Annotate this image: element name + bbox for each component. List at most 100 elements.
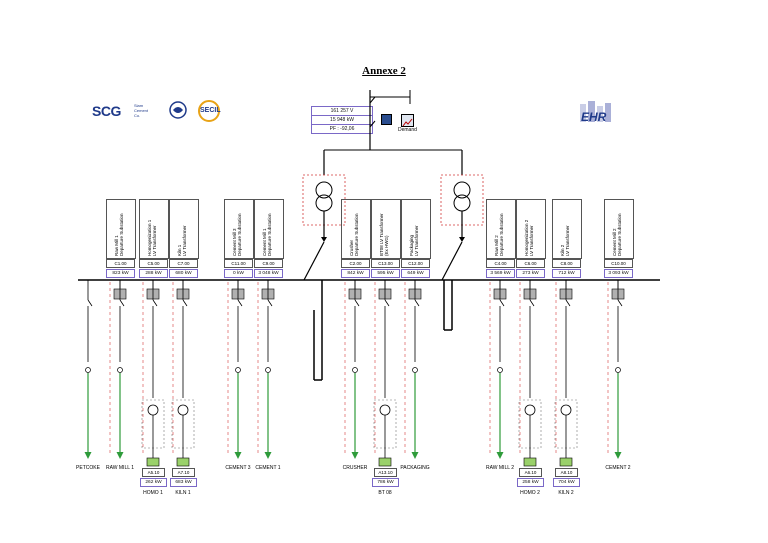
demand-label: Demand [398, 127, 417, 133]
feeder-power: 712 kW [552, 269, 581, 278]
siam-cement-logo: Siam Cement Co. [134, 103, 149, 118]
transformer-primary-0 [315, 181, 333, 199]
sub-meter-id: A5.10 [142, 468, 165, 477]
transformer-arrow-0 [321, 237, 327, 242]
transformer-arrow-1 [459, 237, 465, 242]
feeder-label-box [516, 199, 546, 259]
feeder-id: C2.00 [341, 259, 370, 268]
transformer-to-bus-1 [441, 241, 463, 281]
monitor-icon[interactable] [381, 114, 392, 125]
sub-meter-screen-3 [523, 457, 537, 467]
feeder-label-box [139, 199, 169, 259]
feeder-id: C8.00 [552, 259, 581, 268]
transformer-to-bus-0 [303, 241, 325, 281]
sub-meter-power: 262 kW [140, 478, 167, 487]
load-arrow-5 [411, 452, 419, 459]
secil-logo-icon [196, 100, 222, 122]
sub-meter-name: HOMO 2 [520, 490, 540, 496]
feeder-power: 288 kW [139, 269, 168, 278]
sub-meter-id: A6.10 [519, 468, 542, 477]
sub-breaker-4 [565, 299, 571, 307]
feeder-id: C11.00 [224, 259, 253, 268]
feeder-id: C7.00 [169, 259, 198, 268]
scg-logo: SCG [92, 103, 121, 119]
load-arrow-7 [614, 452, 622, 459]
load-arrow-1 [116, 452, 124, 459]
load-label: CEMENT 3 [225, 465, 251, 471]
sub-transformer-icon-2 [379, 404, 391, 416]
drop-breaker-2 [237, 299, 243, 307]
drop-breaker-1 [119, 299, 125, 307]
feeder-id: C13.00 [371, 259, 400, 268]
sub-meter-id: A8.10 [555, 468, 578, 477]
ehr-logo-icon [574, 100, 620, 126]
demand-chart-icon[interactable] [401, 114, 414, 127]
sub-meter-id: A13.10 [374, 468, 397, 477]
drop-ct-7 [615, 367, 621, 373]
sub-meter-power: 786 kW [372, 478, 399, 487]
transformer-secondary-0 [315, 194, 333, 212]
feeder-power: 273 kW [516, 269, 545, 278]
load-arrow-6 [496, 452, 504, 459]
load-label: RAW MILL 2 [486, 465, 514, 471]
sub-transformer-icon-4 [560, 404, 572, 416]
feeder-label-box [401, 199, 431, 259]
feeder-power: 842 kW [341, 269, 370, 278]
drop-ct-1 [117, 367, 123, 373]
incoming-breaker-1 [369, 120, 376, 128]
feeder-label-box [371, 199, 401, 259]
load-arrow-0 [84, 452, 92, 459]
drop-breaker-6 [499, 299, 505, 307]
feeder-label-box [254, 199, 284, 259]
drop-breaker-5 [414, 299, 420, 307]
feeder-label-box [552, 199, 582, 259]
sub-transformer-icon-3 [524, 404, 536, 416]
feeder-label-box [604, 199, 634, 259]
sub-meter-power: 258 kW [517, 478, 544, 487]
cement-emblem-icon [168, 100, 188, 120]
load-label: PETCOKE [76, 465, 100, 471]
load-label: CRUSHER [342, 465, 368, 471]
sub-breaker-3 [529, 299, 535, 307]
incoming-breaker-0 [369, 96, 376, 104]
document-title: Annexe 2 [362, 65, 406, 77]
transformer-secondary-1 [453, 194, 471, 212]
sub-transformer-icon-1 [177, 404, 189, 416]
feeder-power: 3 569 kW [486, 269, 515, 278]
feeder-id: C4.00 [486, 259, 515, 268]
sub-meter-id: A7.10 [172, 468, 195, 477]
feeder-power: 0 kW [224, 269, 253, 278]
meter-power: 15 948 kW [312, 116, 372, 125]
meter-voltage: 161 257 V [312, 107, 372, 116]
sub-meter-name: KILN 1 [175, 490, 191, 496]
feeder-id: C12.00 [401, 259, 430, 268]
load-arrow-3 [264, 452, 272, 459]
sub-breaker-0 [152, 299, 158, 307]
feeder-label-box [169, 199, 199, 259]
feeder-label-box [106, 199, 136, 259]
sub-meter-power: 683 kW [170, 478, 197, 487]
sub-breaker-2 [384, 299, 390, 307]
sub-breaker-1 [182, 299, 188, 307]
feeder-label-box [486, 199, 516, 259]
sub-meter-screen-4 [559, 457, 573, 467]
feeder-power: 649 kW [401, 269, 430, 278]
load-label: CEMENT 1 [255, 465, 281, 471]
load-label: CEMENT 2 [605, 465, 631, 471]
feeder-id: C9.00 [254, 259, 283, 268]
load-label: RAW MILL 1 [106, 465, 134, 471]
feeder-label-box [224, 199, 254, 259]
feeder-id: C5.00 [139, 259, 168, 268]
drop-ct-4 [352, 367, 358, 373]
feeder-power: 595 kW [371, 269, 400, 278]
drop-ct-6 [497, 367, 503, 373]
load-arrow-2 [234, 452, 242, 459]
sub-meter-name: HOMO 1 [143, 490, 163, 496]
feeder-power: 680 kW [169, 269, 198, 278]
sub-meter-name: BT 08 [378, 490, 392, 496]
feeder-id: C6.00 [516, 259, 545, 268]
load-arrow-4 [351, 452, 359, 459]
sub-meter-name: KILN 2 [558, 490, 574, 496]
sub-meter-screen-1 [176, 457, 190, 467]
